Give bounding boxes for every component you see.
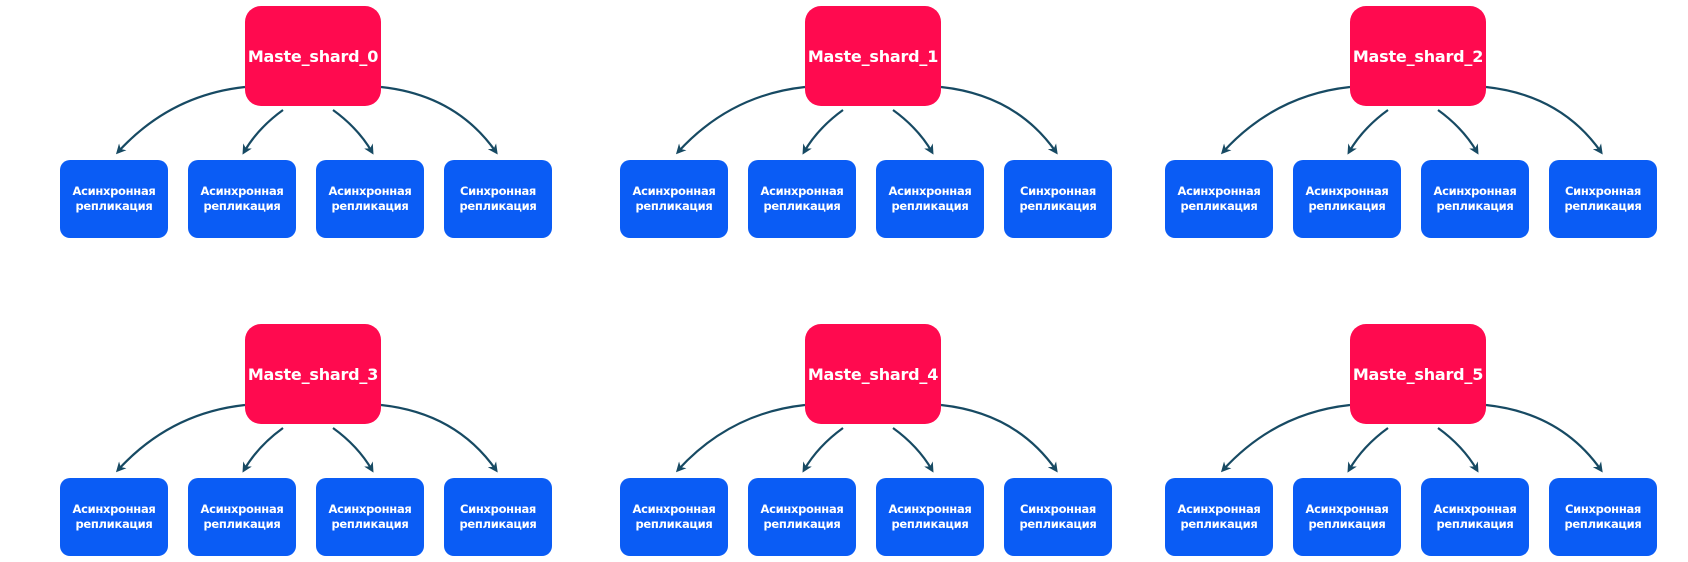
async-replica-node: Асинхронная репликация	[748, 478, 856, 556]
async-replica-node: Асинхронная репликация	[316, 478, 424, 556]
async-replica-node: Асинхронная репликация	[876, 478, 984, 556]
async-replica-node: Асинхронная репликация	[1421, 478, 1529, 556]
replication-arrow-3	[1485, 85, 1603, 155]
async-replica-node: Асинхронная репликация	[316, 160, 424, 238]
shard-arrows	[1220, 403, 1603, 473]
sync-replica-node: Синхронная репликация	[1004, 478, 1112, 556]
async-replica-node: Асинхронная репликация	[620, 160, 728, 238]
sync-replica-node: Синхронная репликация	[444, 160, 552, 238]
sync-replica-node: Синхронная репликация	[1549, 160, 1657, 238]
async-replica-node: Асинхронная репликация	[1293, 160, 1401, 238]
master-node: Maste_shard_3	[245, 324, 381, 424]
replication-arrow-3	[940, 403, 1058, 473]
replication-arrow-1	[1347, 109, 1389, 155]
shard-arrows	[115, 85, 498, 155]
replication-arrow-3	[380, 85, 498, 155]
replication-arrow-0	[115, 85, 246, 155]
async-replica-node: Асинхронная репликация	[748, 160, 856, 238]
sync-replica-node: Синхронная репликация	[1549, 478, 1657, 556]
replication-arrow-1	[242, 427, 284, 473]
master-node: Maste_shard_4	[805, 324, 941, 424]
replication-arrow-2	[1437, 109, 1479, 155]
async-replica-node: Асинхронная репликация	[1165, 160, 1273, 238]
replication-arrow-0	[675, 85, 806, 155]
replication-arrow-3	[940, 85, 1058, 155]
async-replica-node: Асинхронная репликация	[188, 160, 296, 238]
replication-arrow-1	[242, 109, 284, 155]
shard-arrows	[1220, 85, 1603, 155]
replication-arrow-0	[115, 403, 246, 473]
replication-arrow-2	[892, 109, 934, 155]
replication-arrow-3	[1485, 403, 1603, 473]
master-node: Maste_shard_1	[805, 6, 941, 106]
master-node: Maste_shard_5	[1350, 324, 1486, 424]
async-replica-node: Асинхронная репликация	[1293, 478, 1401, 556]
master-node: Maste_shard_2	[1350, 6, 1486, 106]
async-replica-node: Асинхронная репликация	[60, 478, 168, 556]
shard-arrows	[115, 403, 498, 473]
async-replica-node: Асинхронная репликация	[1165, 478, 1273, 556]
shard-arrows	[675, 403, 1058, 473]
sync-replica-node: Синхронная репликация	[1004, 160, 1112, 238]
async-replica-node: Асинхронная репликация	[620, 478, 728, 556]
replication-arrow-0	[1220, 403, 1351, 473]
replication-arrow-1	[802, 427, 844, 473]
replication-arrow-2	[892, 427, 934, 473]
replication-arrow-1	[1347, 427, 1389, 473]
replication-arrow-1	[802, 109, 844, 155]
replication-arrow-3	[380, 403, 498, 473]
async-replica-node: Асинхронная репликация	[188, 478, 296, 556]
replication-arrow-2	[332, 109, 374, 155]
sync-replica-node: Синхронная репликация	[444, 478, 552, 556]
async-replica-node: Асинхронная репликация	[1421, 160, 1529, 238]
shard-arrows	[675, 85, 1058, 155]
replication-arrow-0	[1220, 85, 1351, 155]
async-replica-node: Асинхронная репликация	[876, 160, 984, 238]
replication-arrow-0	[675, 403, 806, 473]
replication-arrow-2	[332, 427, 374, 473]
async-replica-node: Асинхронная репликация	[60, 160, 168, 238]
replication-arrow-2	[1437, 427, 1479, 473]
master-node: Maste_shard_0	[245, 6, 381, 106]
